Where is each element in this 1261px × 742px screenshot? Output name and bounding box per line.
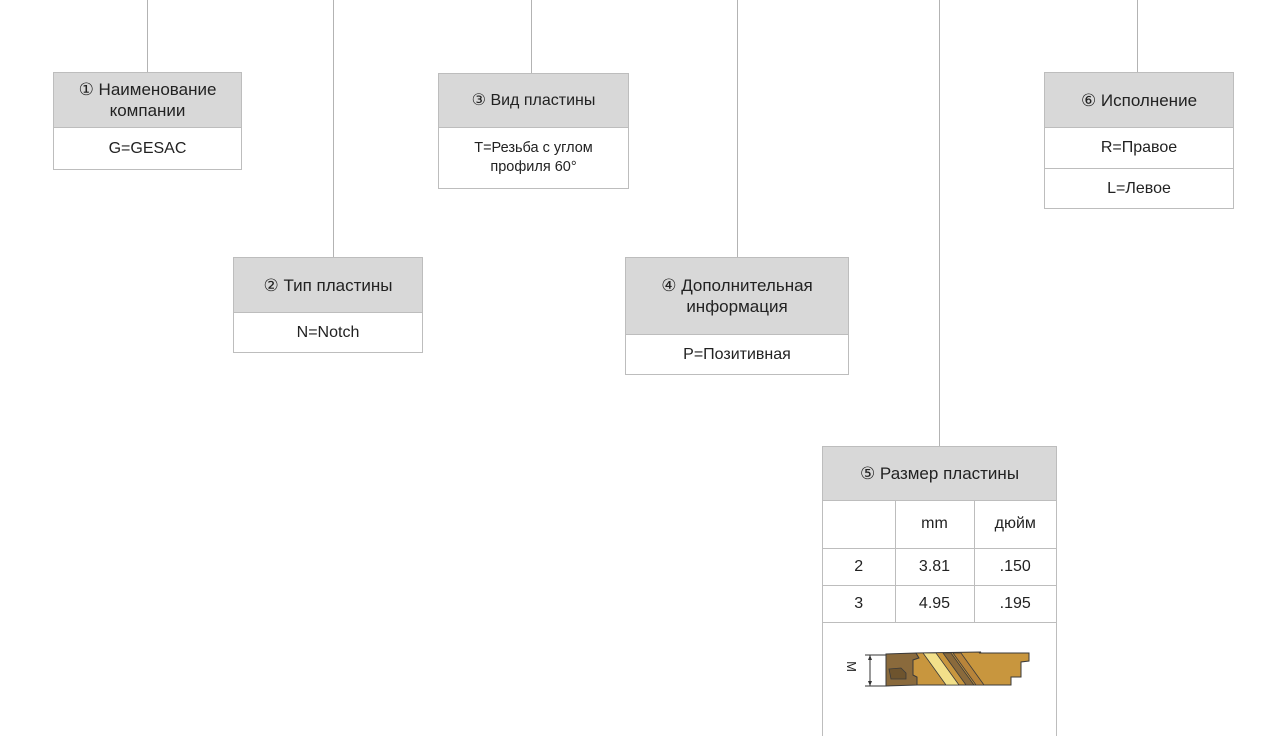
insert-kind-value: T=Резьба с углом профиля 60°	[474, 140, 593, 175]
connector-line-5	[939, 0, 940, 446]
connector-line-1	[147, 0, 148, 72]
size-col-header-inch: дюйм	[973, 501, 1056, 548]
insert-size-box: ⑤ Размер пластины mm дюйм 2 3.81 .150 3 …	[822, 446, 1057, 742]
connector-line-4	[737, 0, 738, 257]
insert-drawing-cell: M	[823, 621, 1056, 742]
company-header: ① Наименование компании	[54, 73, 241, 128]
size-cell: 4.95	[894, 584, 974, 622]
insert-type-value: N=Notch	[296, 323, 360, 341]
insert-type-header-text: ② Тип пластины	[263, 275, 393, 295]
additional-info-box: ④ Дополнительная информация P=Позитивная	[625, 257, 849, 375]
table-row: 3 4.95 .195	[823, 584, 1056, 622]
size-cell: .195	[973, 584, 1056, 622]
additional-info-header-text: ④ Дополнительная информация	[661, 276, 813, 316]
company-box: ① Наименование компании G=GESAC	[53, 72, 242, 170]
insert-drawing-row: M	[823, 621, 1056, 742]
size-cell: .150	[973, 547, 1056, 585]
insert-size-header: ⑤ Размер пластины	[823, 447, 1056, 501]
connector-line-3	[531, 0, 532, 73]
insert-size-table: mm дюйм 2 3.81 .150 3 4.95 .195 M	[823, 501, 1056, 742]
connector-line-6	[1137, 0, 1138, 72]
insert-size-header-text: ⑤ Размер пластины	[859, 464, 1020, 483]
execution-header-text: ⑥ Исполнение	[1080, 90, 1198, 110]
size-cell: 3	[823, 584, 895, 622]
execution-box: ⑥ Исполнение R=Правое L=Левое	[1044, 72, 1234, 209]
insert-type-header: ② Тип пластины	[234, 258, 422, 313]
execution-header: ⑥ Исполнение	[1045, 73, 1233, 128]
size-col-header-mm: mm	[894, 501, 974, 548]
size-cell: 2	[823, 547, 895, 585]
execution-value-left: L=Левое	[1045, 168, 1233, 208]
company-header-text: ① Наименование компании	[78, 80, 217, 120]
size-cell: 3.81	[894, 547, 974, 585]
insert-kind-header-text: ③ Вид пластины	[471, 92, 596, 109]
insert-profile-drawing	[865, 651, 1030, 687]
company-value: G=GESAC	[108, 139, 187, 157]
size-col-header-blank	[823, 501, 895, 548]
insert-size-table-header-row: mm дюйм	[823, 501, 1056, 548]
additional-info-header: ④ Дополнительная информация	[626, 258, 848, 335]
insert-type-box: ② Тип пластины N=Notch	[233, 257, 423, 353]
additional-info-value: P=Позитивная	[683, 345, 791, 363]
insert-kind-header: ③ Вид пластины	[439, 74, 628, 128]
connector-line-2	[333, 0, 334, 257]
execution-value-right: R=Правое	[1100, 139, 1178, 156]
table-row: 2 3.81 .150	[823, 547, 1056, 585]
dimension-label-m: M	[843, 660, 859, 672]
insert-kind-box: ③ Вид пластины T=Резьба с углом профиля …	[438, 73, 629, 189]
